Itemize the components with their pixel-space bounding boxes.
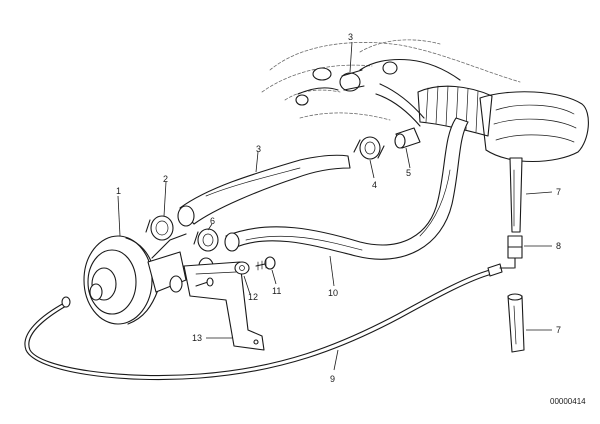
callout-8: 8 (556, 241, 561, 251)
hose-clamp-4 (353, 136, 385, 160)
hose-clamp-2 (145, 215, 174, 241)
upper-fittings (295, 58, 461, 127)
callout-10: 10 (328, 288, 338, 298)
hose-connector-8 (507, 235, 523, 269)
hose-3 (177, 154, 351, 227)
callout-4: 4 (372, 180, 377, 190)
bowden-cable-9 (24, 263, 515, 381)
document-number: 00000414 (550, 397, 586, 406)
callout-3-lower: 3 (256, 144, 261, 154)
callout-9: 9 (330, 374, 335, 384)
callout-5: 5 (406, 168, 411, 178)
callout-7-upper: 7 (556, 187, 561, 197)
screw-small (195, 277, 214, 287)
callout-6: 6 (210, 216, 215, 226)
callout-3-upper: 3 (348, 32, 353, 42)
callout-7-lower: 7 (556, 325, 561, 335)
callout-12: 12 (248, 292, 258, 302)
leader-lines (117, 41, 553, 371)
callout-11: 11 (272, 286, 281, 296)
mounting-bracket-13 (183, 261, 265, 351)
nut-12 (234, 261, 250, 275)
air-intake-boot (417, 85, 589, 163)
callout-13: 13 (192, 333, 202, 343)
hose-10 (224, 117, 469, 260)
bolt-11 (255, 256, 276, 271)
vacuum-actuator-1 (83, 233, 187, 325)
hose-connector-5 (394, 127, 421, 149)
intake-manifold-outline (261, 39, 521, 121)
callout-1: 1 (116, 186, 121, 196)
vacuum-hose-upper-7 (509, 157, 523, 233)
callout-2: 2 (163, 174, 168, 184)
vacuum-hose-lower-7 (507, 293, 525, 353)
